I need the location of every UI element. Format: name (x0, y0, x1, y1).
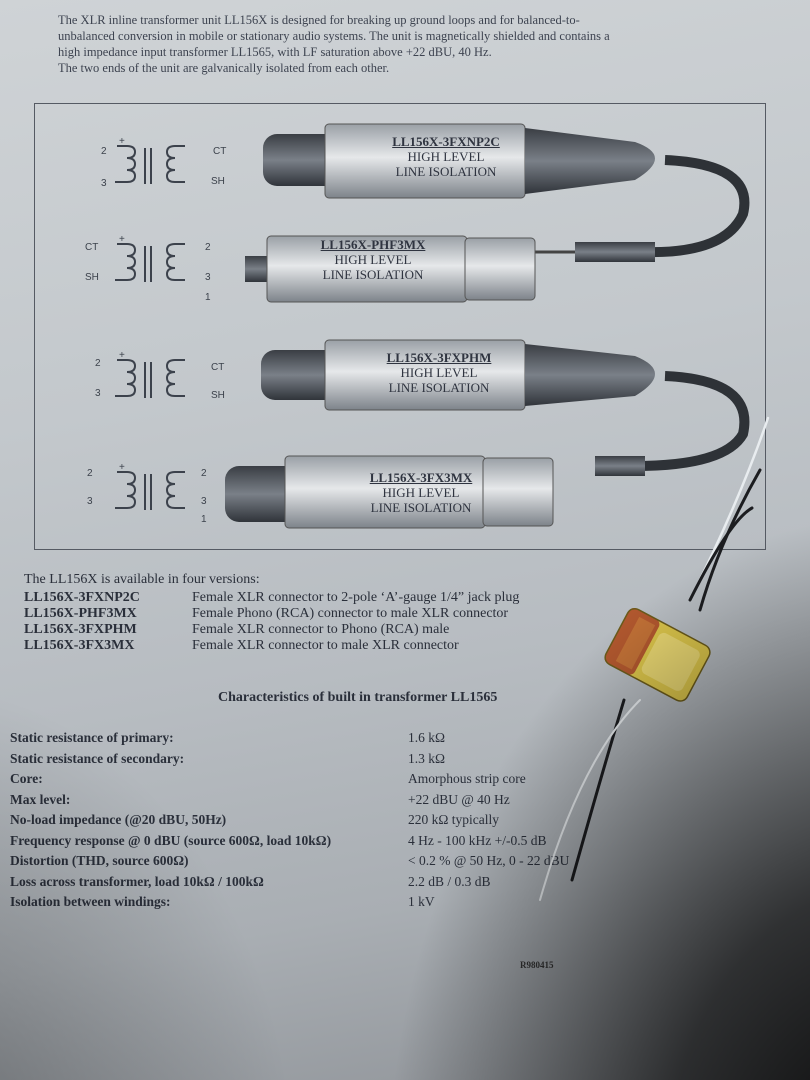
component-body (604, 607, 711, 702)
